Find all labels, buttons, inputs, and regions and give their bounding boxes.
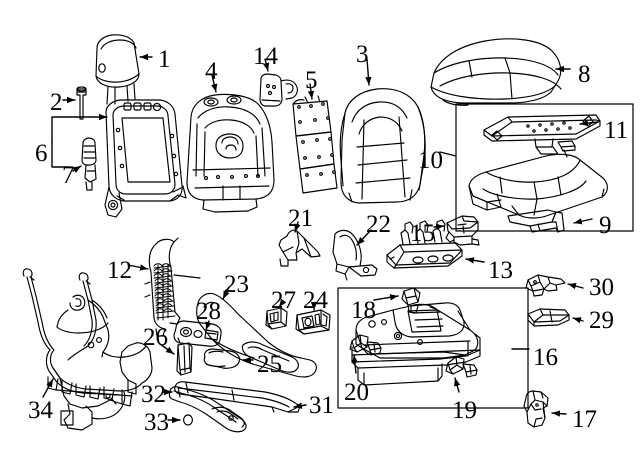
part-seat-back-cover	[339, 88, 426, 204]
part-cushion-frame	[468, 153, 608, 219]
callout-label-25: 25	[257, 351, 282, 378]
part-track-end-cover	[523, 390, 549, 428]
callout-label-6: 6	[35, 140, 48, 167]
part-seat-back-frame	[104, 99, 187, 218]
callout-label-9: 9	[599, 212, 612, 239]
part-seat-control-switch-panel	[173, 320, 222, 347]
part-adjuster-motor-lower	[445, 356, 478, 378]
callout-label-27: 27	[271, 287, 296, 314]
part-seat-back-heater-mat	[292, 95, 338, 194]
part-adjuster-motor-front	[401, 287, 421, 314]
callout-label-30: 30	[589, 274, 614, 301]
callout-label-24: 24	[303, 287, 328, 314]
cushion-group-box	[455, 103, 634, 232]
part-trim-cap-rectangular	[176, 342, 193, 376]
callout-label-13: 13	[488, 257, 513, 284]
part-adjuster-motor-rear	[349, 334, 382, 356]
callout-label-28: 28	[196, 298, 221, 325]
part-seat-switch-inner	[265, 307, 288, 330]
callout-label-20: 20	[344, 379, 369, 406]
callout-label-29: 29	[589, 307, 614, 334]
callout-label-4: 4	[205, 58, 218, 85]
part-seat-position-sensor	[445, 215, 480, 246]
part-seat-back-hinge-bracket	[278, 229, 321, 267]
part-track-cover-rear	[527, 308, 570, 327]
callout-label-26: 26	[143, 324, 168, 351]
part-head-restraint	[95, 34, 140, 105]
callout-leaders	[42, 53, 599, 424]
callout-label-19: 19	[452, 397, 477, 424]
part-cushion-heater-panel	[483, 114, 601, 158]
part-seat-back-pad	[186, 93, 275, 213]
callout-label-15: 15	[410, 220, 435, 247]
callout-label-7: 7	[62, 162, 75, 189]
callout-label-17: 17	[572, 406, 597, 433]
callout-label-21: 21	[288, 205, 313, 232]
callout-label-1: 1	[158, 46, 171, 73]
callout-label-14: 14	[253, 43, 278, 70]
part-seat-wiring-harness	[22, 268, 153, 431]
callout-label-3: 3	[356, 41, 369, 68]
part-seat-cushion-cover	[430, 38, 562, 106]
callout-label-11: 11	[604, 117, 629, 144]
callout-label-23: 23	[224, 271, 249, 298]
callout-label-32: 32	[141, 381, 166, 408]
part-recliner-lever-bracket	[259, 73, 298, 107]
part-trim-cap-oval	[203, 348, 241, 369]
part-trim-plug-round	[183, 414, 193, 426]
callout-label-8: 8	[578, 61, 591, 88]
callout-label-22: 22	[366, 211, 391, 238]
callout-label-10: 10	[418, 147, 443, 174]
adjuster-group-box	[337, 287, 529, 409]
part-recliner-cover-bracket	[332, 229, 378, 281]
part-seat-switch-outer	[295, 309, 331, 335]
callout-label-18: 18	[351, 297, 376, 324]
part-lumbar-actuator	[81, 137, 97, 191]
part-cushion-side-bracket	[507, 209, 565, 233]
part-headrest-guide-bolt	[76, 86, 87, 120]
callout-label-33: 33	[144, 409, 169, 436]
part-seat-side-shield-outer	[168, 386, 247, 433]
callout-label-2: 2	[50, 89, 63, 116]
callout-label-16: 16	[533, 344, 558, 371]
part-seat-back-spring-suspension	[144, 237, 201, 337]
callout-label-34: 34	[28, 397, 53, 424]
part-track-cover-front	[525, 274, 566, 297]
callout-label-5: 5	[305, 67, 318, 94]
callout-label-12: 12	[107, 257, 132, 284]
callout-label-31: 31	[309, 392, 334, 419]
